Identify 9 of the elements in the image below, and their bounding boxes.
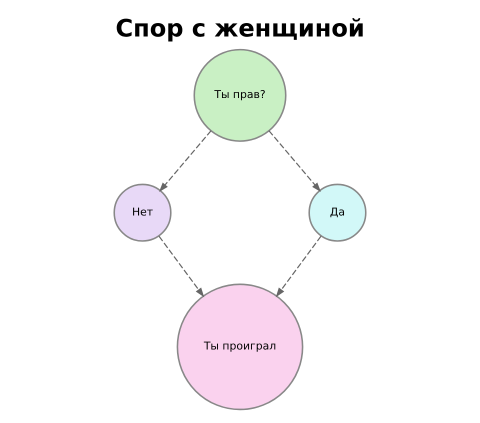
node-circle: Ты проиграл xyxy=(176,284,304,410)
arrow xyxy=(158,236,204,298)
node-circle: Нет xyxy=(113,184,172,242)
node-circle: Да xyxy=(308,184,367,242)
diagram-title: Спор с женщиной xyxy=(115,14,365,42)
arrow xyxy=(159,130,212,192)
arrow xyxy=(268,130,321,192)
node-circle: Ты прав? xyxy=(193,48,287,142)
arrow xyxy=(276,236,322,298)
